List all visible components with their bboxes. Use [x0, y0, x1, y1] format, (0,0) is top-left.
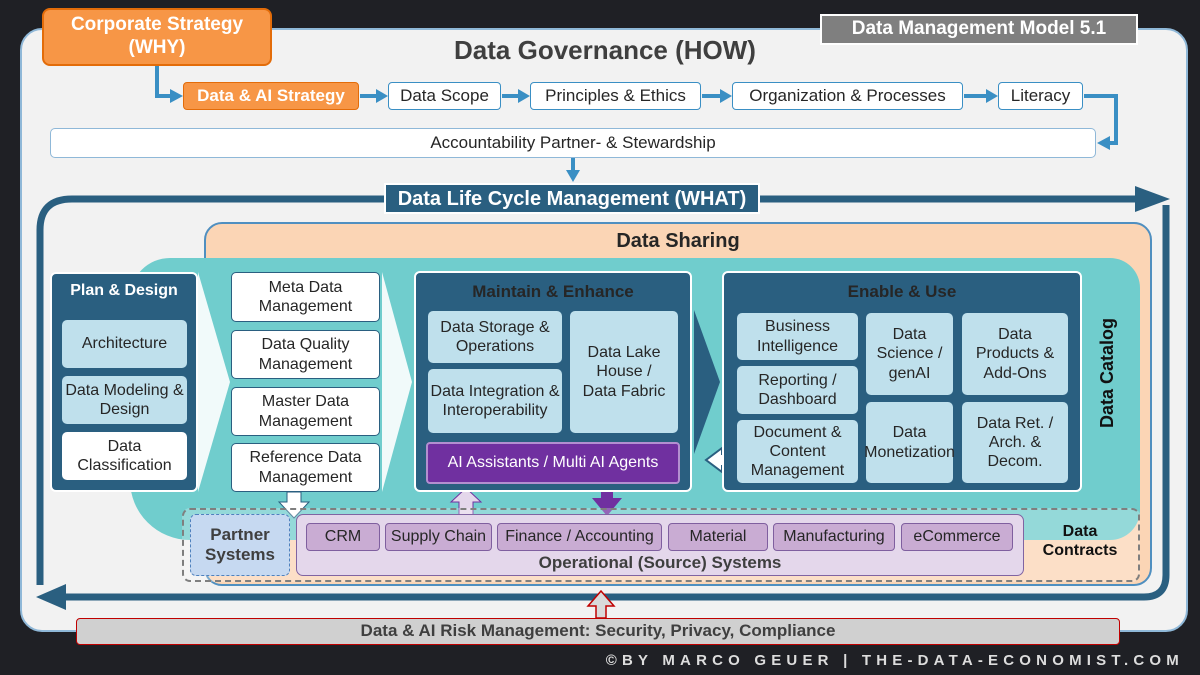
supply-chain-item: Supply Chain — [385, 523, 492, 551]
reference-data-management: Reference Data Management — [231, 443, 380, 492]
lifecycle-title: Data Life Cycle Management (WHAT) — [384, 183, 760, 214]
architecture-item: Architecture — [62, 320, 187, 368]
model-title: Data Management Model 5.1 — [820, 14, 1138, 45]
plan-design-title: Plan & Design — [70, 282, 178, 300]
finance-accounting-item: Finance / Accounting — [497, 523, 662, 551]
step-literacy: Literacy — [998, 82, 1083, 110]
data-modeling-item: Data Modeling & Design — [62, 376, 187, 424]
data-science-item: Data Science / genAI — [866, 313, 953, 395]
master-data-management: Master Data Management — [231, 387, 380, 436]
data-lake-house-item: Data Lake House / Data Fabric — [570, 311, 678, 433]
data-classification-item: Data Classification — [62, 432, 187, 480]
data-sharing-label: Data Sharing — [616, 230, 740, 252]
maintain-enhance-title: Maintain & Enhance — [472, 281, 634, 301]
data-monetization-item: Data Monetization — [864, 402, 955, 483]
business-intelligence-item: Business Intelligence — [737, 313, 858, 360]
ai-agents-box: AI Assistants / Multi AI Agents — [426, 442, 680, 484]
data-products-item: Data Products & Add-Ons — [962, 313, 1068, 395]
ecommerce-item: eCommerce — [901, 523, 1013, 551]
corporate-strategy-box: Corporate Strategy (WHY) — [42, 8, 272, 66]
data-integration-item: Data Integration & Interoperability — [428, 369, 562, 433]
crm-item: CRM — [306, 523, 380, 551]
material-item: Material — [668, 523, 768, 551]
accountability-box: Accountability Partner- & Stewardship — [50, 128, 1096, 158]
data-quality-management: Data Quality Management — [231, 330, 380, 379]
data-catalog-label: Data Catalog — [1097, 317, 1118, 429]
governance-title: Data Governance (HOW) — [454, 35, 756, 66]
reporting-dashboard-item: Reporting / Dashboard — [737, 366, 858, 414]
meta-data-management: Meta Data Management — [231, 272, 380, 322]
step-data-ai-strategy: Data & AI Strategy — [183, 82, 359, 110]
step-data-scope: Data Scope — [388, 82, 501, 110]
partner-systems-box: Partner Systems — [190, 514, 290, 576]
step-principles-ethics: Principles & Ethics — [530, 82, 701, 110]
operational-systems-title: Operational (Source) Systems — [538, 552, 782, 572]
data-retention-item: Data Ret. / Arch. & Decom. — [962, 402, 1068, 483]
data-contracts-label: Data Contracts — [1042, 522, 1118, 559]
step-organization-processes: Organization & Processes — [732, 82, 963, 110]
risk-management-bar: Data & AI Risk Management: Security, Pri… — [76, 618, 1120, 645]
document-content-item: Document & Content Management — [737, 420, 858, 483]
data-storage-item: Data Storage & Operations — [428, 311, 562, 363]
footer-credit: ©BY MARCO GEUER | THE-DATA-ECONOMIST.COM — [605, 652, 1184, 669]
enable-use-title: Enable & Use — [847, 281, 957, 301]
manufacturing-item: Manufacturing — [773, 523, 895, 551]
